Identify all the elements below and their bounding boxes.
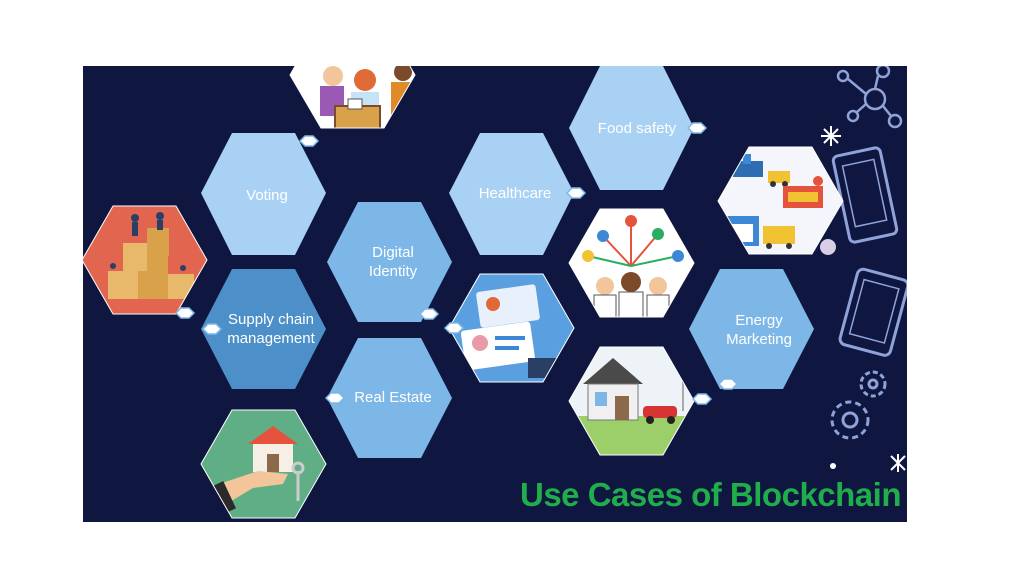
hex-collage: Voting Food safety Healthcare Digital Id… (83, 66, 907, 519)
molecule-network-icon (836, 66, 903, 129)
supply-chain-label-line2: management (227, 330, 315, 347)
hex-voting: Voting (201, 133, 326, 255)
smartphone-outline-icon (838, 267, 907, 357)
coins-and-boxes-finance (83, 205, 208, 315)
voting-label: Voting (246, 187, 288, 204)
sparkle-icon (821, 126, 841, 146)
real-estate-label: Real Estate (354, 389, 432, 406)
supply-chain-label-line1: Supply chain (228, 311, 314, 328)
food-safety-label: Food safety (598, 120, 677, 137)
hex-markers (174, 122, 739, 405)
tablet-outline-icon (831, 146, 899, 244)
sparkle-icon-2 (890, 454, 906, 472)
hex-healthcare: Healthcare (449, 133, 574, 255)
energy-label-line1: Energy (735, 312, 783, 329)
slide-title: Use Cases of Blockchain (520, 476, 902, 513)
digital-identity-label-line2: Identity (369, 263, 418, 280)
gears-icon (830, 370, 887, 440)
energy-label-line2: Marketing (726, 331, 792, 348)
digital-identity-label-line1: Digital (372, 244, 414, 261)
house-key-handover (200, 409, 327, 519)
digital-id-cards (448, 273, 575, 383)
slide-canvas: Voting Food safety Healthcare Digital Id… (83, 66, 907, 522)
hex-real-estate: Real Estate (327, 338, 452, 458)
hex-food-safety: Food safety (569, 66, 694, 190)
hex-energy-marketing: Energy Marketing (689, 269, 814, 389)
medical-staff-network (568, 208, 695, 318)
dot-decor (820, 239, 836, 255)
hex-digital-identity: Digital Identity (327, 202, 452, 322)
healthcare-label: Healthcare (479, 185, 552, 202)
dot-decor-2 (830, 463, 836, 469)
hex-supply-chain: Supply chain management (201, 269, 326, 389)
people-voting-ballot-box (289, 66, 416, 129)
house-electric-car-solar (568, 346, 695, 456)
